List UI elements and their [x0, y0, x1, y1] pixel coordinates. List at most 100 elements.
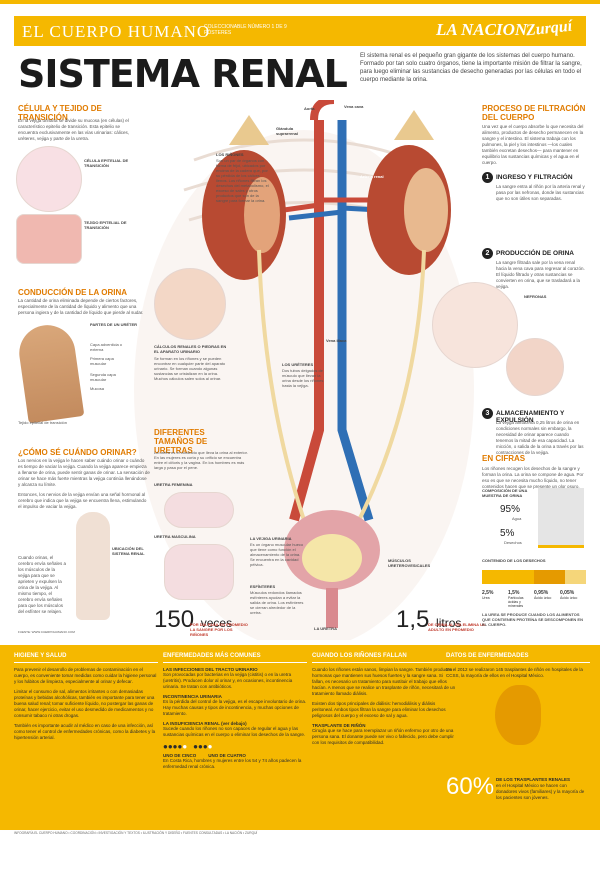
renal-artery-label: Arteria renal: [360, 174, 384, 179]
glomerulus-illustration: [506, 338, 564, 396]
ureters-text: Dos tubos delgados de músculo que llevan…: [282, 368, 324, 388]
waste-share-fill: [538, 545, 584, 548]
step-2-text: La sangre filtrada sale por la vena rena…: [496, 260, 585, 289]
vena-cava-label: Vena cava: [344, 104, 364, 109]
uti-subheading: LAS INFECCIONES DEL TRACTO URINARIO: [163, 667, 258, 672]
bladder-inner: [302, 534, 362, 582]
filtration-heading: PROCESO DE FILTRACIÓN DEL CUERPO: [482, 104, 586, 122]
intro-text: El sistema renal es el pequeño gran giga…: [360, 53, 582, 83]
stat-times-value: 150: [154, 606, 195, 633]
transplant-pct: 60%: [446, 773, 495, 800]
step-1-text: La sangre entra al riñón por la arteria …: [496, 184, 585, 201]
male-urethra-illustration: [164, 544, 234, 600]
kidney-failure-text-1: Cuando los riñones están sanos, limpian …: [312, 667, 456, 696]
composition-chart: [538, 488, 584, 548]
hygiene-column: HIGIENE Y SALUD Para prevenir el desarro…: [14, 653, 158, 821]
kidney-left-inner: [244, 177, 280, 253]
waste-pct: 5%: [500, 528, 515, 539]
figures-heading: EN CIFRAS: [482, 454, 526, 463]
zurqui-logo: Zurquí: [525, 17, 573, 40]
kidneys-text: Son un par de órganos con forma de frijo…: [216, 158, 269, 203]
waste-item: 0,05%Ácido úrico: [560, 590, 586, 608]
bottom-info-band: HIGIENE Y SALUD Para prevenir el desarro…: [0, 645, 600, 830]
uti-text: Son provocadas por bacterias en la vejig…: [163, 672, 293, 689]
waste-item: 2,5%Urea: [482, 590, 508, 608]
waste-content-label: CONTENIDO DE LOS DESECHOS: [482, 558, 546, 563]
bladder-heading: LA VEJIGA URINARIA: [250, 536, 292, 541]
kidney-right-inner: [404, 168, 448, 252]
transplant-subheading: TRASPLANTE DE RIÑÓN: [312, 723, 366, 728]
urea-fill: [482, 570, 534, 584]
stat-liters-unit: litros: [436, 616, 462, 630]
step-2-heading: PRODUCCIÓN DE ORINA: [496, 250, 575, 257]
ureter-right: [357, 249, 426, 521]
ureter-part-5: Tejido epitelial de transición: [18, 420, 67, 425]
renal-artery-left: [283, 202, 320, 213]
cell-tissue-text: En la vejiga urinaria se divide su mucos…: [18, 118, 130, 141]
person-icon-group-4: ●●●●: [193, 742, 213, 751]
urea-note: LA UREA SE PRODUCE CUANDO LOS ALIMENTOS …: [482, 612, 583, 627]
composition-label: COMPOSICIÓN DE UNA MUESTRA DE ORINA: [482, 488, 528, 498]
people-icons-row: ●●●●● ●●●●: [163, 742, 307, 751]
step-1-heading: INGRESO Y FILTRACIÓN: [496, 174, 573, 181]
waste-item-pct: 0,05%: [560, 590, 575, 596]
bladder-text: Es un órgano muscular hueco que tiene co…: [250, 542, 304, 567]
source-note: FUENTE: WWW.CUERPOHUMANO.COM: [18, 630, 75, 634]
ureter-part-4: Mucosa: [90, 386, 105, 391]
renal-vein-left: [288, 209, 343, 221]
sphincters-text: Músculos redondos llamados esfínteres ay…: [250, 590, 304, 615]
epithelial-cell-illustration: [16, 146, 82, 212]
epithelial-tissue-illustration: [16, 214, 82, 264]
stat-times-caption: POR DÍA PASA EN PROMEDIO LA SANGRE POR L…: [190, 622, 248, 637]
step-1-badge: 1: [482, 172, 493, 183]
disease-data-heading: DATOS DE ENFERMEDADES: [446, 653, 590, 663]
stat-liters-number: 1,5 litros: [396, 606, 461, 634]
adrenal-label: Glándula suprarrenal: [276, 126, 299, 136]
step-3-badge: 3: [482, 408, 493, 419]
diseases-column: ENFERMEDADES MÁS COMUNES LAS INFECCIONES…: [163, 653, 307, 821]
kidney-failure-column: CUANDO LOS RIÑONES FALLAN Cuando los riñ…: [312, 653, 456, 821]
particles-fill: [534, 570, 566, 584]
iliac-vein-label: Vena iliaca: [326, 338, 347, 343]
aorta-arch: [310, 100, 335, 121]
waste-item: 0,95%Ácido úrico: [534, 590, 560, 608]
kidney-failure-text-2: Existen dos tipos principales de diálisi…: [312, 701, 446, 718]
person-icon-group-5: ●●●●●: [163, 742, 188, 751]
ureter-part-2: Primera capa muscular: [90, 356, 114, 366]
header-band: EL CUERPO HUMANO COLECCIONABLE NÚMERO 1 …: [14, 16, 586, 46]
aorta-label: Aorta: [304, 106, 315, 111]
poster-body: CÉLULA Y TEJIDO DE TRANSICIÓN En la veji…: [14, 100, 586, 640]
urethra-sizes-heading: DIFERENTES TAMAÑOS DE URETRAS: [154, 428, 208, 455]
urine-conduction-heading: CONDUCCIÓN DE LA ORINA: [18, 288, 128, 297]
stat-times-number: 150 veces: [154, 606, 232, 634]
transplant-pct-text: en el Hospital México se hacen con donad…: [496, 783, 585, 800]
urine-conduction-text: La cantidad de orina eliminada depende d…: [18, 298, 144, 315]
adrenal-gland-left: [229, 115, 269, 145]
aorta-vessel: [289, 120, 324, 522]
transplant-text: Cirugía que se hace para reemplazar un r…: [312, 728, 454, 745]
stat-liters-caption: DE ORINA AL DÍA ELIMINA UN ADULTO EN PRO…: [428, 622, 486, 632]
credits-line: INFOGRAFÍA EL CUERPO HUMANO • COORDINACI…: [14, 831, 258, 835]
ureters-label: LOS URÉTERES: [282, 362, 314, 367]
cell-tissue-heading: CÉLULA Y TEJIDO DE TRANSICIÓN: [18, 104, 102, 122]
one-of-four-label: UNO DE CUATRO: [208, 753, 246, 758]
kidney-icon: [495, 685, 541, 745]
waste-label: Desechos: [504, 540, 522, 545]
nephrons-label: NEFRONAS: [524, 294, 547, 299]
female-urethra-label: URETRA FEMENINA: [154, 482, 193, 487]
vena-cava-vessel: [337, 120, 374, 522]
ckd-stat-text: En Costa Rica, hombres y mujeres entre l…: [163, 758, 302, 769]
waste-item: 1,5%Partículas ácidas y minerales: [508, 590, 534, 608]
kidney-stones-text: Se forman en los riñones y se pueden enc…: [154, 356, 226, 381]
step-2-badge: 2: [482, 248, 493, 259]
disease-data-text: En el 2012 se realizaron 145 trasplantes…: [446, 667, 583, 678]
male-urethra-label: URETRA MASCULINA: [154, 534, 196, 539]
la-nacion-logo: LA NACION: [436, 20, 528, 39]
when-urinate-text-2: Entonces, los nervios de la vejiga envía…: [18, 492, 147, 509]
ureter-part-3: Segunda capa muscular: [90, 372, 116, 382]
epithelial-tissue-label: TEJIDO EPITELIAL DE TRANSICIÓN: [84, 220, 127, 230]
renal-failure-text: Sucede cuando los riñones no son capaces…: [163, 726, 306, 737]
urethra: [326, 588, 338, 628]
when-urinate-text: Los nervios en la vejiga le hacen saber …: [18, 458, 150, 487]
one-of-five-label: UNO DE CINCO: [163, 753, 197, 758]
